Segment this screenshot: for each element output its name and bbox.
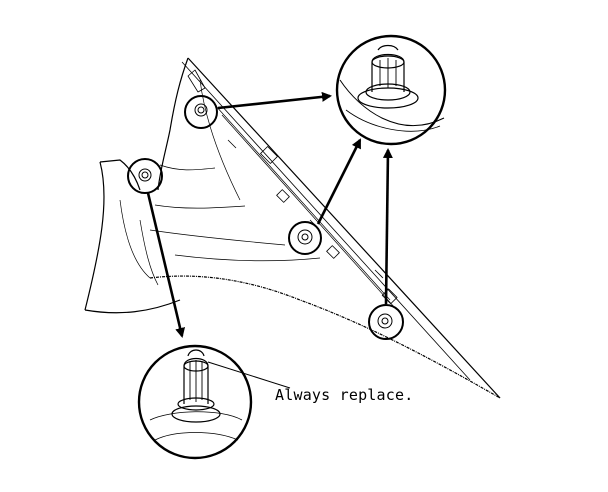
callout-arrows <box>148 91 393 338</box>
clip-detail-magnified <box>337 36 445 144</box>
clip-middle <box>289 222 321 254</box>
arrow-upper-to-detail <box>218 91 332 108</box>
replacement-clip-detail <box>139 346 251 458</box>
clip-upper <box>185 96 217 128</box>
clip-left <box>128 159 162 193</box>
arrow-left-to-detail <box>148 193 186 338</box>
clip-lower <box>369 305 403 339</box>
arrow-lower-to-detail <box>382 148 393 304</box>
trim-panel <box>85 58 500 398</box>
always-replace-label: Always replace. <box>275 386 414 404</box>
annotation-leader-line <box>208 362 290 388</box>
arrow-middle-to-detail <box>318 138 360 224</box>
